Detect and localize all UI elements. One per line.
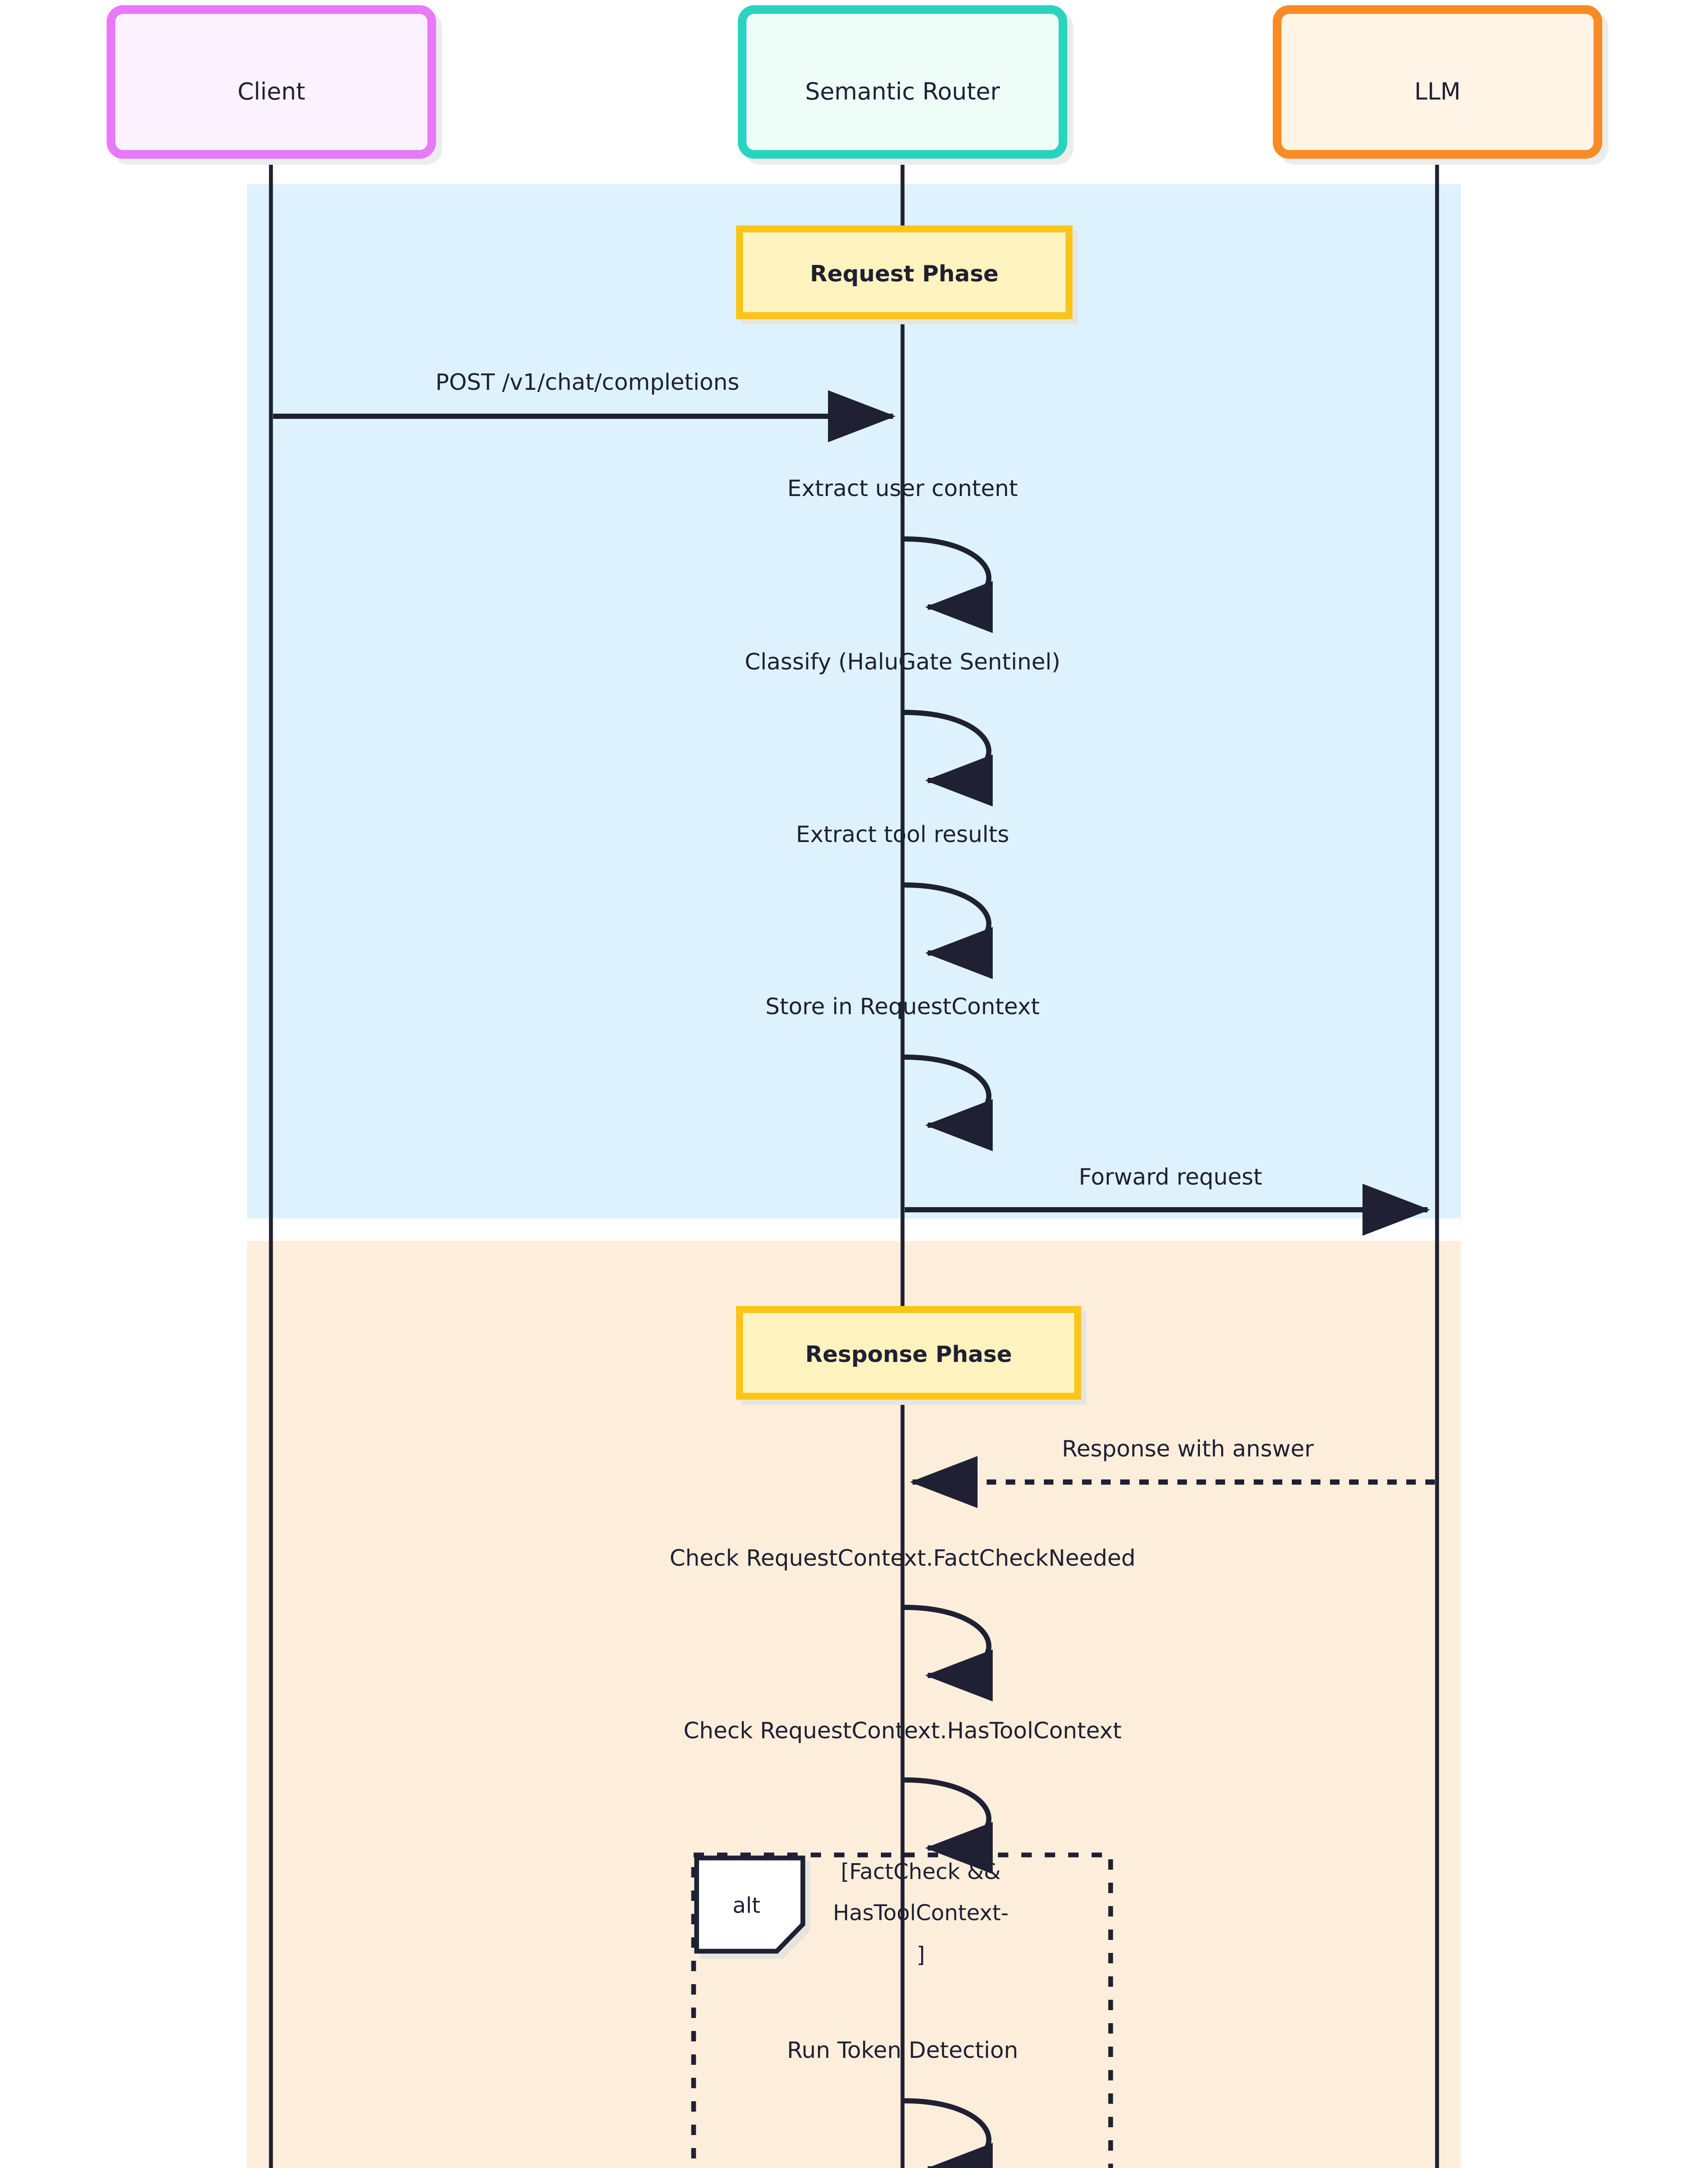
participant-label-semantic-router-top: Semantic Router — [805, 78, 1000, 105]
note-response-phase: Response Phase — [736, 1306, 1081, 1400]
alt-branch-1-condition-line-2: HasToolContext- — [833, 1900, 1008, 1926]
message-post-chat-completions: POST /v1/chat/completions — [273, 369, 896, 442]
message-check-factcheckneeded: Check RequestContext.FactCheckNeeded — [670, 1545, 1136, 1701]
message-classify-halugate-sentinel: Classify (HaluGate Sentinel) — [745, 649, 1060, 806]
message-label-m10: Run Token Detection — [787, 2037, 1018, 2064]
participant-box-client-top[interactable]: Client — [107, 5, 436, 159]
participant-label-llm-top: LLM — [1415, 78, 1461, 105]
message-forward-request: Forward request — [905, 1164, 1430, 1236]
alt-keyword-tab: alt — [694, 1855, 805, 1954]
alt-branch-1-condition: [FactCheck && HasToolContext- ] — [833, 1859, 1008, 1968]
message-label-m6: Forward request — [1079, 1164, 1262, 1190]
phase-rect-request — [247, 184, 1461, 1218]
message-label-m9: Check RequestContext.HasToolContext — [684, 1718, 1122, 1744]
message-label-m7: Response with answer — [1062, 1436, 1314, 1462]
alt-branch-1-condition-line-3: ] — [916, 1943, 925, 1968]
participant-box-semantic-router-top[interactable]: Semantic Router — [738, 5, 1067, 159]
message-label-m2: Extract user content — [787, 476, 1018, 502]
alt-block: alt [FactCheck && HasToolContext- ] Run … — [691, 1852, 1113, 2168]
alt-keyword-label: alt — [733, 1893, 760, 1918]
message-label-m1: POST /v1/chat/completions — [435, 369, 739, 395]
message-extract-user-content: Extract user content — [787, 476, 1018, 633]
participant-box-llm-top[interactable]: LLM — [1273, 5, 1602, 159]
alt-branch-1-condition-line-1: [FactCheck && — [841, 1859, 1001, 1884]
note-response-phase-label: Response Phase — [805, 1342, 1012, 1368]
message-label-m5: Store in RequestContext — [766, 994, 1040, 1020]
message-response-with-answer: Response with answer — [910, 1436, 1435, 1508]
message-check-hastoolcontext: Check RequestContext.HasToolContext — [684, 1718, 1122, 1874]
message-extract-tool-results: Extract tool results — [796, 822, 1009, 979]
message-run-token-detection: Run Token Detection — [787, 2037, 1018, 2168]
message-label-m8: Check RequestContext.FactCheckNeeded — [670, 1545, 1136, 1571]
note-request-phase: Request Phase — [736, 225, 1072, 319]
message-label-m3: Classify (HaluGate Sentinel) — [745, 649, 1060, 675]
note-request-phase-label: Request Phase — [810, 261, 998, 287]
participant-label-client-top: Client — [238, 78, 305, 105]
message-label-m4: Extract tool results — [796, 822, 1009, 848]
message-store-in-requestcontext: Store in RequestContext — [766, 994, 1040, 1151]
